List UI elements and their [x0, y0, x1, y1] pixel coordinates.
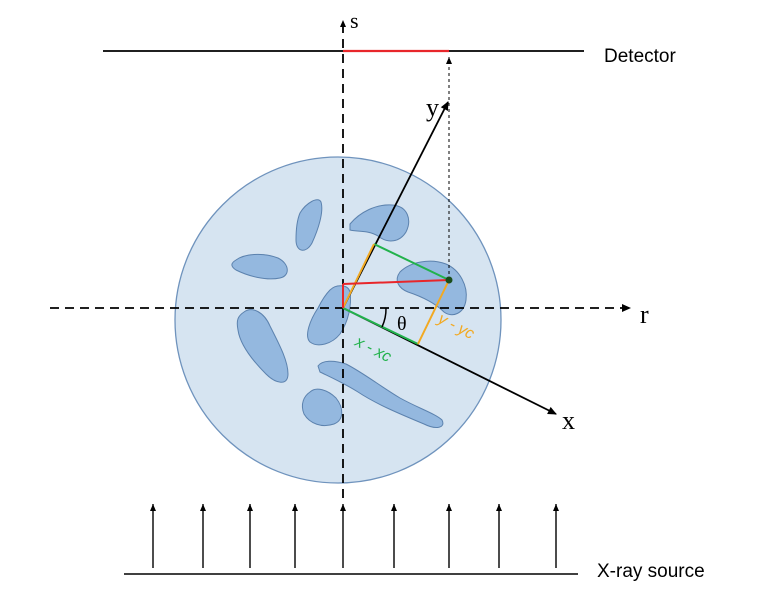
x-component-parallel: [373, 243, 450, 281]
inclusion-8: [301, 388, 343, 427]
x-axis-label: x: [562, 406, 575, 435]
x-ray-source-label: X-ray source: [597, 561, 705, 582]
inclusion-6: [236, 309, 289, 383]
object-point: [445, 276, 453, 284]
inclusion-7: [317, 360, 444, 428]
phantom-inclusions: [231, 199, 467, 428]
inclusion-2: [231, 253, 288, 280]
inclusion-3: [349, 204, 410, 242]
detector-label: Detector: [604, 46, 676, 67]
theta-label: θ: [397, 313, 407, 335]
r-projection-line: [342, 279, 450, 285]
r-axis-label: r: [640, 300, 649, 329]
y-axis-label: y: [426, 93, 439, 122]
y-component-parallel: [342, 243, 375, 309]
x-component-line: [342, 307, 419, 345]
inclusion-4: [396, 260, 467, 316]
y-component-line: [417, 279, 450, 345]
x-ray-arrows: [150, 504, 559, 568]
s-axis-label: s: [350, 8, 359, 33]
inclusion-1: [295, 199, 323, 251]
theta-arc: [381, 307, 387, 328]
inclusion-5: [307, 285, 351, 346]
